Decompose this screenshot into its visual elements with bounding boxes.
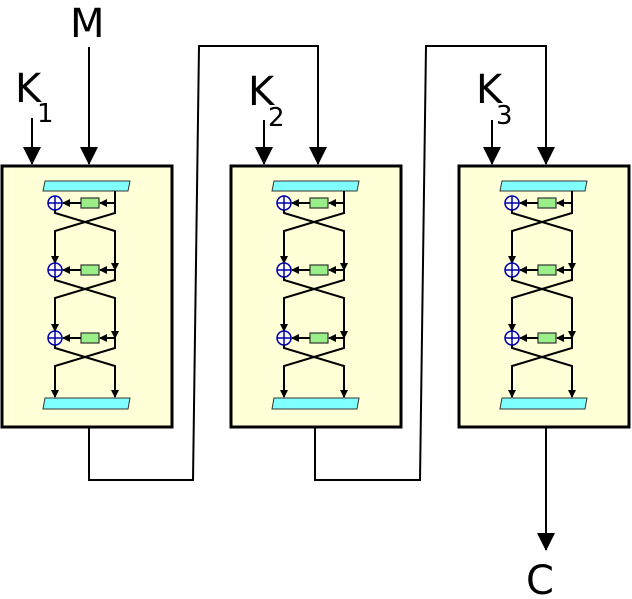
xor-cross xyxy=(277,263,291,277)
xor-cross xyxy=(505,196,519,210)
cross-right-to-left xyxy=(511,338,573,370)
key2-subscript: 2 xyxy=(268,103,285,133)
feistel-round-1 xyxy=(504,195,576,271)
ciphertext-label: C xyxy=(526,558,554,599)
f-function-box xyxy=(309,332,329,344)
des-block xyxy=(457,164,631,429)
f-function-box xyxy=(537,332,557,344)
des-block xyxy=(0,164,174,429)
des-stage-3 xyxy=(457,164,631,429)
cross-right-to-left xyxy=(511,203,573,235)
f-function-box xyxy=(309,197,329,209)
connection-wires xyxy=(23,45,555,551)
feistel-round-2 xyxy=(504,262,576,339)
xor-cross xyxy=(277,331,291,345)
final-permutation-bar xyxy=(499,397,588,410)
key1-subscript: 1 xyxy=(37,99,54,129)
f-function-box xyxy=(80,197,100,209)
feistel-round-3 xyxy=(276,330,348,398)
des-stage-1 xyxy=(0,164,174,429)
final-permutation-bar xyxy=(42,397,131,410)
des-block xyxy=(229,164,403,429)
f-function-box xyxy=(537,264,557,276)
key1-label: K xyxy=(15,66,43,112)
cross-right-to-left xyxy=(283,270,345,302)
cross-right-to-left xyxy=(54,203,116,235)
f-function-box xyxy=(80,264,100,276)
key3-subscript: 3 xyxy=(496,101,513,131)
cross-right-to-left xyxy=(511,270,573,302)
f-function-box xyxy=(309,264,329,276)
stage1-to-stage2-wire xyxy=(88,45,327,481)
key2-label: K xyxy=(248,69,276,115)
cross-right-to-left xyxy=(54,270,116,302)
feistel-round-1 xyxy=(276,195,348,271)
des-stage-2 xyxy=(229,164,403,429)
feistel-round-3 xyxy=(504,330,576,398)
xor-cross xyxy=(48,196,62,210)
cross-right-to-left xyxy=(283,203,345,235)
initial-permutation-bar xyxy=(271,180,360,192)
feistel-round-1 xyxy=(47,195,119,271)
stage2-to-stage3-wire xyxy=(314,45,555,481)
xor-cross xyxy=(505,331,519,345)
final-permutation-bar xyxy=(271,397,360,410)
xor-cross xyxy=(48,263,62,277)
initial-permutation-bar xyxy=(42,180,131,192)
xor-cross xyxy=(48,331,62,345)
initial-permutation-bar xyxy=(499,180,588,192)
xor-cross xyxy=(277,196,291,210)
feistel-round-3 xyxy=(47,330,119,398)
xor-cross xyxy=(505,263,519,277)
plaintext-label: M xyxy=(70,1,105,47)
cross-right-to-left xyxy=(54,338,116,370)
cross-right-to-left xyxy=(283,338,345,370)
feistel-round-2 xyxy=(47,262,119,339)
feistel-round-2 xyxy=(276,262,348,339)
key3-label: K xyxy=(476,67,504,113)
f-function-box xyxy=(537,197,557,209)
f-function-box xyxy=(80,332,100,344)
